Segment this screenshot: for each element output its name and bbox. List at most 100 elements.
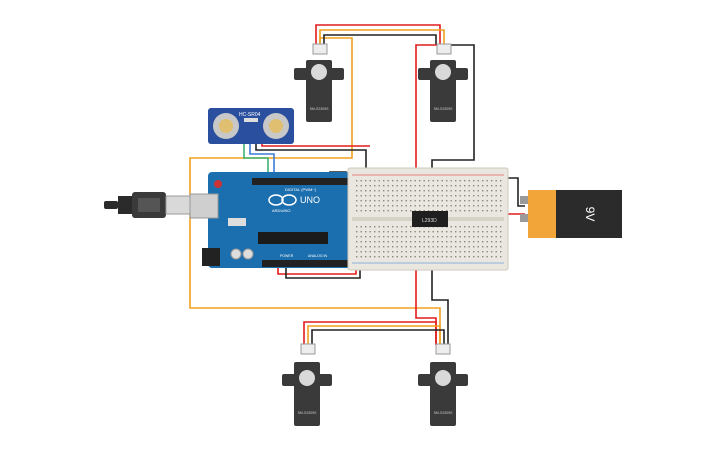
servo-top-right-connector (436, 43, 452, 55)
breadboard-hole (464, 185, 466, 187)
breadboard-hole (414, 231, 416, 233)
breadboard-hole (459, 251, 461, 253)
wire-red-bottom (415, 310, 437, 345)
breadboard-hole (500, 241, 502, 243)
breadboard-hole (392, 195, 394, 197)
breadboard-hole (486, 190, 488, 192)
breadboard-hole (459, 195, 461, 197)
breadboard-hole (405, 200, 407, 202)
breadboard-hole (387, 180, 389, 182)
breadboard-hole (387, 205, 389, 207)
breadboard-hole (383, 210, 385, 212)
servo-bottom-left-connector (300, 343, 316, 355)
battery-label: 9V (583, 207, 597, 222)
breadboard-hole (468, 185, 470, 187)
breadboard-hole (486, 241, 488, 243)
breadboard-hole (365, 246, 367, 248)
breadboard-hole (482, 256, 484, 258)
breadboard-hole (365, 190, 367, 192)
breadboard-hole (378, 246, 380, 248)
usb-port (189, 193, 219, 219)
breadboard-hole (401, 205, 403, 207)
breadboard-hole (450, 180, 452, 182)
breadboard-hole (374, 236, 376, 238)
breadboard-hole (495, 246, 497, 248)
breadboard-hole (437, 195, 439, 197)
capacitor-2 (242, 248, 254, 260)
breadboard-hole (437, 256, 439, 258)
breadboard-hole (410, 195, 412, 197)
breadboard-hole (374, 205, 376, 207)
battery-orange-cap (528, 190, 558, 238)
breadboard-hole (459, 180, 461, 182)
breadboard-hole (360, 205, 362, 207)
breadboard-hole (396, 185, 398, 187)
breadboard-hole (378, 256, 380, 258)
breadboard-hole (369, 180, 371, 182)
sensor-transducer-right-inner (269, 119, 283, 133)
breadboard-hole (450, 195, 452, 197)
breadboard-hole (441, 246, 443, 248)
breadboard-hole (396, 195, 398, 197)
breadboard-hole (450, 200, 452, 202)
breadboard-hole (419, 241, 421, 243)
breadboard-hole (419, 195, 421, 197)
battery-body (556, 190, 622, 238)
breadboard-hole (459, 190, 461, 192)
breadboard-hole (450, 236, 452, 238)
breadboard-hole (392, 231, 394, 233)
breadboard-hole (468, 210, 470, 212)
breadboard-hole (464, 205, 466, 207)
breadboard-hole (414, 246, 416, 248)
wire-red-top-servo-left (315, 24, 441, 45)
breadboard-hole (495, 241, 497, 243)
battery-9v: 9V (520, 190, 622, 238)
analog-header-label: ANALOG IN (308, 254, 328, 258)
breadboard-hole (468, 205, 470, 207)
breadboard-hole (455, 231, 457, 233)
breadboard-hole (486, 200, 488, 202)
breadboard-hole (450, 251, 452, 253)
breadboard-hole (356, 180, 358, 182)
breadboard-hole (356, 210, 358, 212)
breadboard-hole (405, 241, 407, 243)
breadboard-hole (441, 241, 443, 243)
breadboard-hole (383, 195, 385, 197)
breadboard-hole (500, 210, 502, 212)
breadboard-hole (374, 226, 376, 228)
breadboard-hole (419, 200, 421, 202)
breadboard-hole (477, 200, 479, 202)
breadboard-hole (356, 195, 358, 197)
breadboard-hole (356, 256, 358, 258)
breadboard-hole (486, 226, 488, 228)
breadboard-hole (419, 210, 421, 212)
breadboard-hole (369, 236, 371, 238)
breadboard-hole (360, 231, 362, 233)
breadboard-hole (473, 256, 475, 258)
servo-bottom-left-label: SM-S2309S (298, 411, 318, 415)
breadboard-hole (405, 246, 407, 248)
breadboard-hole (414, 195, 416, 197)
breadboard-hole (432, 190, 434, 192)
breadboard-hole (383, 251, 385, 253)
breadboard-hole (477, 256, 479, 258)
breadboard-hole (401, 226, 403, 228)
breadboard-hole (392, 241, 394, 243)
breadboard-hole (450, 205, 452, 207)
breadboard-hole (414, 180, 416, 182)
breadboard-hole (365, 251, 367, 253)
breadboard-hole (401, 195, 403, 197)
breadboard-hole (482, 236, 484, 238)
servo-bottom-right: SM-S2309S (418, 343, 468, 426)
breadboard-hole (378, 190, 380, 192)
breadboard-hole (419, 246, 421, 248)
breadboard-hole (365, 241, 367, 243)
servo-top-left-connector (312, 43, 328, 55)
breadboard-hole (414, 251, 416, 253)
breadboard-hole (464, 246, 466, 248)
breadboard-hole (369, 231, 371, 233)
breadboard-hole (383, 180, 385, 182)
breadboard-hole (500, 190, 502, 192)
breadboard-hole (446, 205, 448, 207)
battery-terminal-pos (520, 214, 530, 222)
